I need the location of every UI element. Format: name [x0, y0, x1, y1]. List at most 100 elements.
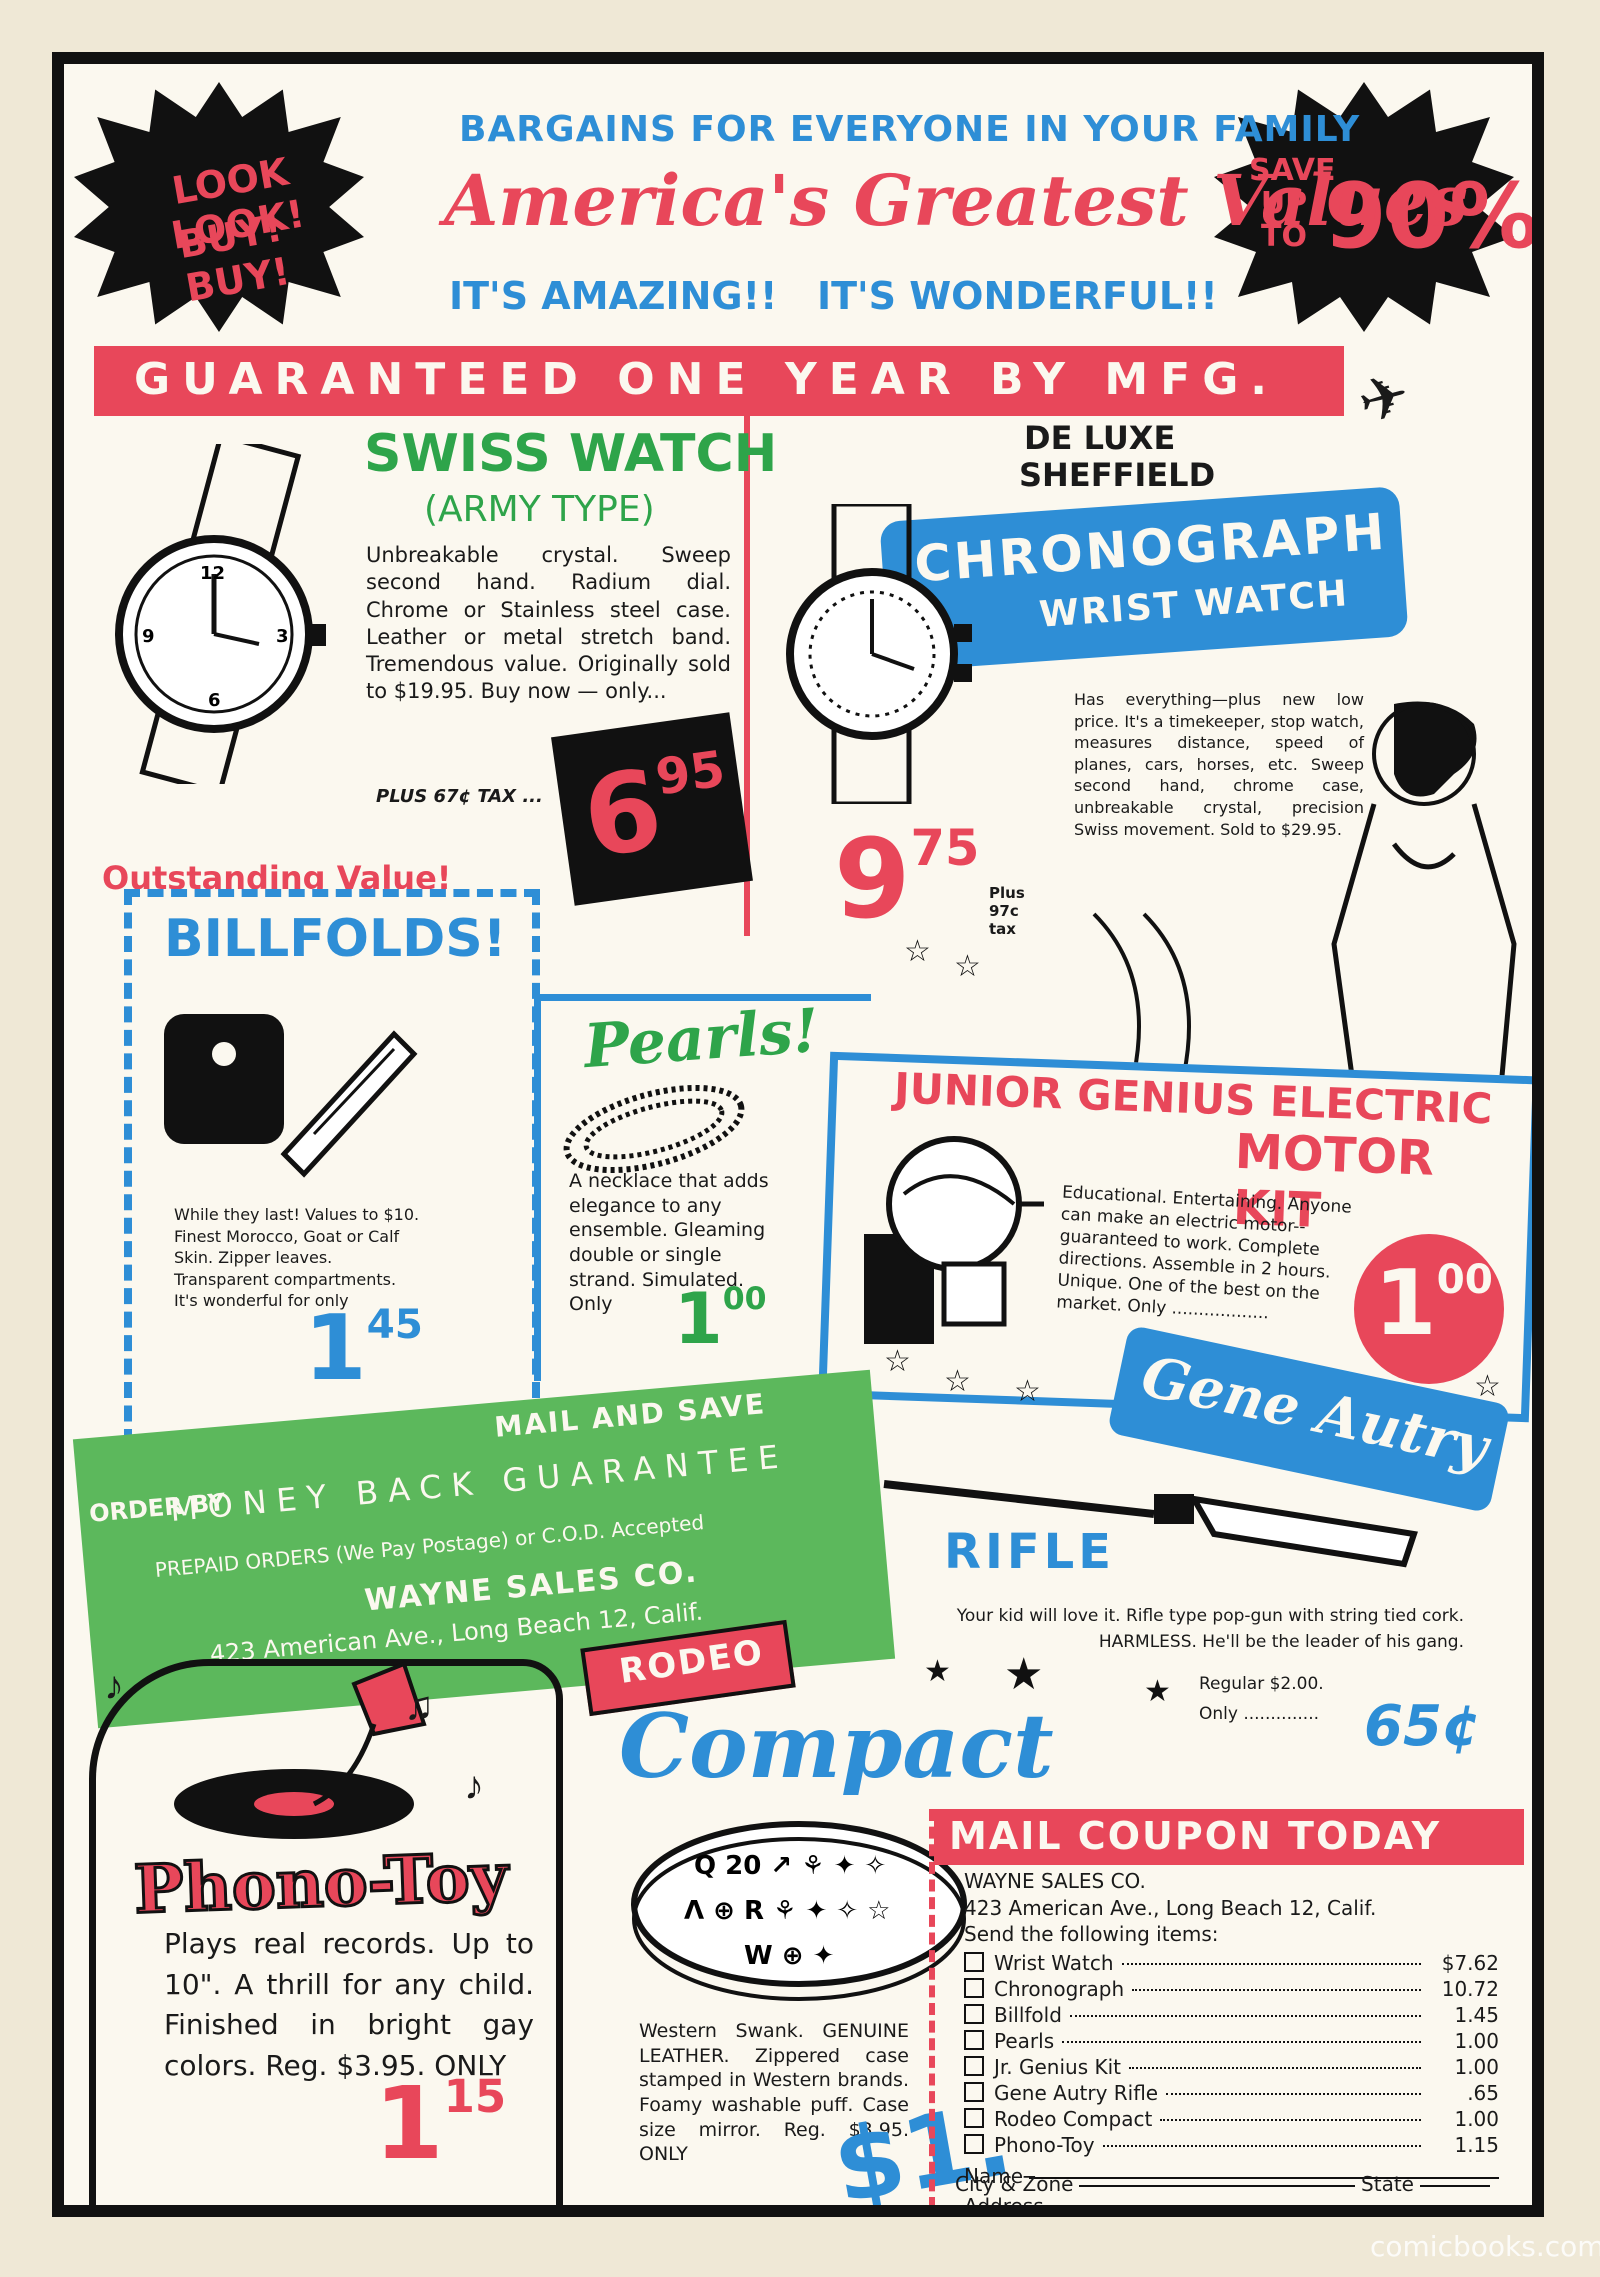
coupon-item-name: Phono-Toy [994, 2133, 1095, 2157]
rifle-only: Only .............. [1199, 1704, 1319, 1724]
coupon-address: 423 American Ave., Long Beach 12, Calif. [964, 1896, 1377, 1920]
checkbox[interactable] [964, 1952, 984, 1972]
coupon-item-name: Jr. Genius Kit [994, 2055, 1122, 2079]
address-field[interactable]: Address [964, 2194, 1499, 2217]
coupon-item-price: 1.00 [1454, 2107, 1499, 2131]
checkbox[interactable] [964, 2082, 984, 2102]
bargains-headline: BARGAINS FOR EVERYONE IN YOUR FAMILY [459, 109, 1361, 150]
ad-page: LOOK LOOK! BUY! BUY! SAVE UP TO 90% BARG… [52, 52, 1544, 2217]
coupon-item-name: Gene Autry Rifle [994, 2081, 1159, 2105]
coupon-item-name: Wrist Watch [994, 1951, 1114, 1975]
leader-dots [1069, 2015, 1421, 2017]
state-label: State [1361, 2172, 1414, 2196]
phono-price-cents: 15 [443, 2070, 507, 2123]
compact-title: Compact [619, 1694, 1054, 1798]
pearls-panel [534, 994, 871, 1381]
swiss-watch-illustration: 12 3 6 9 [115, 444, 326, 784]
coupon-item-name: Billfold [994, 2003, 1062, 2027]
chronograph-illustration [786, 504, 972, 804]
city-line[interactable] [1079, 2185, 1356, 2187]
coupon-panel [929, 1809, 1532, 2205]
checkbox[interactable] [964, 1978, 984, 1998]
leader-dots [1166, 2093, 1421, 2095]
phono-price: 115 [374, 2074, 506, 2174]
coupon-item-name: Chronograph [994, 1977, 1125, 2001]
phono-title: Phono-Toy [131, 1836, 511, 1930]
save-percent: 90% [1324, 164, 1540, 269]
coupon-item-price: 1.15 [1454, 2133, 1499, 2157]
star-icon: ★ [1004, 1650, 1044, 1699]
address-line[interactable] [1050, 2207, 1499, 2209]
column-divider [744, 416, 750, 936]
state-line[interactable] [1420, 2185, 1490, 2187]
motor-kit-price-circle [1354, 1234, 1504, 1384]
address-label: Address [964, 2194, 1044, 2217]
chronograph-price: 975 [834, 823, 979, 934]
chronograph-description: Has everything—plus new low price. It's … [1074, 690, 1364, 839]
checkbox[interactable] [964, 2056, 984, 2076]
coupon-item-row[interactable]: Gene Autry Rifle .65 [964, 2080, 1499, 2106]
swiss-watch-description: Unbreakable crystal. Sweep second hand. … [366, 543, 731, 704]
coupon-header-bar [934, 1809, 1524, 1865]
star-icon: ☆ [944, 1365, 971, 1398]
amazing-line: IT'S AMAZING!! IT'S WONDERFUL!! [449, 274, 1218, 318]
motor-kit-illustration [864, 1136, 1044, 1344]
motor-kit-price: 100 [1374, 1259, 1493, 1349]
script-title: America's Greatest Values [444, 159, 1468, 242]
svg-text:Q 20 ↗ ⚘ ✦ ✧: Q 20 ↗ ⚘ ✦ ✧ [694, 1851, 886, 1881]
billfolds-price-dollars: 1 [304, 1296, 367, 1401]
checkbox[interactable] [964, 2134, 984, 2154]
checkbox[interactable] [964, 2108, 984, 2128]
billfolds-description: While they last! Values to $10. Finest M… [174, 1205, 420, 1311]
chronograph-price-cents: 75 [910, 819, 980, 877]
coupon-company: WAYNE SALES CO. [964, 1869, 1146, 1893]
coupon-item-row[interactable]: Billfold 1.45 [964, 2002, 1499, 2028]
svg-text:9: 9 [142, 626, 155, 647]
star-icon: ☆ [884, 1345, 911, 1378]
name-line[interactable] [1029, 2177, 1499, 2179]
billfolds-title: BILLFOLDS! [164, 909, 507, 969]
coupon-item-row[interactable]: Phono-Toy 1.15 [964, 2132, 1499, 2158]
rifle-price: 65¢ [1364, 1694, 1481, 1759]
phono-description: Plays real records. Up to 10". A thrill … [164, 1927, 534, 2082]
coupon-item-price: $7.62 [1441, 1951, 1499, 1975]
checkbox[interactable] [964, 2004, 984, 2024]
rifle-title: RIFLE [944, 1524, 1115, 1580]
leader-dots [1102, 2145, 1421, 2147]
coupon-header: MAIL COUPON TODAY [949, 1814, 1442, 1858]
city-state-row[interactable]: City & Zone State [955, 2172, 1490, 2196]
coupon-item-name: Rodeo Compact [994, 2107, 1153, 2131]
phonograph-illustration [174, 1661, 427, 1839]
star-icon: ☆ [1014, 1375, 1041, 1408]
coupon-item-row[interactable]: Rodeo Compact 1.00 [964, 2106, 1499, 2132]
compact-illustration: Q 20 ↗ ⚘ ✦ ✧ Λ ⊕ R ⚘ ✦ ✧ ☆ W ⊕ ✦ [631, 1821, 967, 2001]
pearls-price-cents: 00 [722, 1281, 767, 1317]
motor-kit-price-cents: 00 [1436, 1255, 1493, 1303]
music-note-icon: ♫ [404, 1684, 434, 1728]
star-icon: ☆ [954, 950, 981, 983]
coupon-item-row[interactable]: Jr. Genius Kit 1.00 [964, 2054, 1499, 2080]
name-field[interactable]: Name [964, 2164, 1499, 2194]
chronograph-line1: DE LUXE [1024, 419, 1176, 457]
coupon-item-price: 1.45 [1454, 2003, 1499, 2027]
coupon-item-price: 1.00 [1454, 2055, 1499, 2079]
leader-dots [1121, 1963, 1421, 1965]
coupon-item-price: .65 [1467, 2081, 1499, 2105]
chronograph-line2: SHEFFIELD [1019, 456, 1216, 494]
billfolds-panel [124, 889, 540, 1445]
star-icon: ☆ [904, 935, 931, 968]
rifle-description: Your kid will love it. Rifle type pop-gu… [956, 1606, 1464, 1652]
svg-text:12: 12 [200, 563, 225, 584]
motor-kit-description: Educational. Entertaining. Anyone can ma… [1055, 1182, 1353, 1324]
phono-panel [89, 1659, 563, 2205]
swiss-watch-tax: PLUS 67¢ TAX ... [376, 786, 543, 807]
checkbox[interactable] [964, 2030, 984, 2050]
coupon-item-row[interactable]: Wrist Watch $7.62 [964, 1950, 1499, 1976]
pearls-description: A necklace that adds elegance to any ens… [569, 1170, 769, 1316]
leader-dots [1062, 2041, 1421, 2043]
billfold-illustration [164, 1014, 418, 1178]
svg-text:Λ ⊕ R ⚘ ✦ ✧ ☆: Λ ⊕ R ⚘ ✦ ✧ ☆ [684, 1896, 890, 1926]
